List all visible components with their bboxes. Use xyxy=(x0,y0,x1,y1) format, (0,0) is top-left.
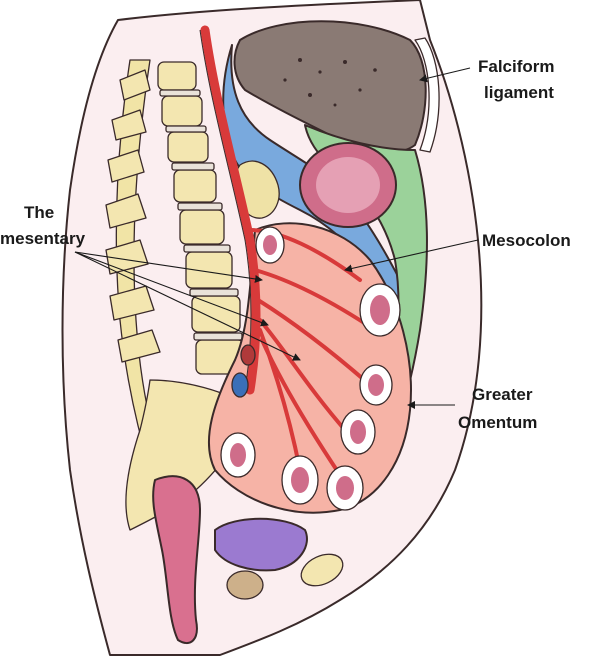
falciform-ligament-region xyxy=(414,37,440,153)
pubic-symphysis xyxy=(300,553,344,587)
vertebra xyxy=(191,295,241,333)
label-falciform-line2: ligament xyxy=(484,83,554,102)
label-mesocolon: Mesocolon xyxy=(344,231,571,273)
bladder xyxy=(214,517,308,572)
aorta xyxy=(200,25,261,395)
disc xyxy=(171,162,215,171)
label-greater-omentum: Greater Omentum xyxy=(407,385,537,432)
label-omentum-line2: Omentum xyxy=(458,413,537,432)
renal-vessel xyxy=(240,344,256,366)
vertebra-bodies xyxy=(157,61,245,375)
spinous-process xyxy=(107,149,145,183)
label-omentum-line1: Greater xyxy=(472,385,533,404)
vertebra xyxy=(179,209,225,245)
vena-cava xyxy=(231,372,249,398)
rectum xyxy=(152,475,201,645)
label-the-mesentery: The mesentary xyxy=(0,203,301,361)
disc xyxy=(159,89,201,97)
vertebra xyxy=(167,131,209,163)
vertebra xyxy=(157,61,197,91)
spinous-process xyxy=(111,109,147,141)
disc xyxy=(165,125,207,133)
vertebra xyxy=(161,95,203,127)
mesocolon-leader-line xyxy=(344,239,479,273)
disc xyxy=(183,244,231,253)
intervertebral-discs xyxy=(159,89,243,341)
mesentery-leader-line-1 xyxy=(74,251,263,283)
label-mesocolon-text: Mesocolon xyxy=(482,231,571,250)
spinous-processes xyxy=(105,69,161,363)
disc xyxy=(193,332,243,341)
aorta-outline xyxy=(199,29,252,391)
spinous-process xyxy=(105,193,147,229)
prostate xyxy=(226,570,264,600)
liver-texture xyxy=(283,58,377,107)
label-mesentery-line1: The xyxy=(24,203,54,222)
bowel-loop-lumens xyxy=(230,235,390,500)
spinous-process xyxy=(105,239,149,275)
label-falciform-ligament: Falciform ligament xyxy=(419,57,555,102)
mesentery-leader-line-3 xyxy=(74,251,301,361)
falciform-leader-line xyxy=(419,67,471,83)
spinous-process xyxy=(109,285,155,321)
disc xyxy=(189,288,239,297)
stomach-lumen xyxy=(316,157,380,213)
label-mesentery-line2: mesentary xyxy=(0,229,86,248)
mesentery-leader-line-2 xyxy=(74,251,269,327)
disc xyxy=(177,202,223,211)
vertebra xyxy=(173,169,217,203)
spinous-process xyxy=(117,329,161,363)
label-falciform-line1: Falciform xyxy=(478,57,555,76)
spinous-process xyxy=(119,69,151,101)
